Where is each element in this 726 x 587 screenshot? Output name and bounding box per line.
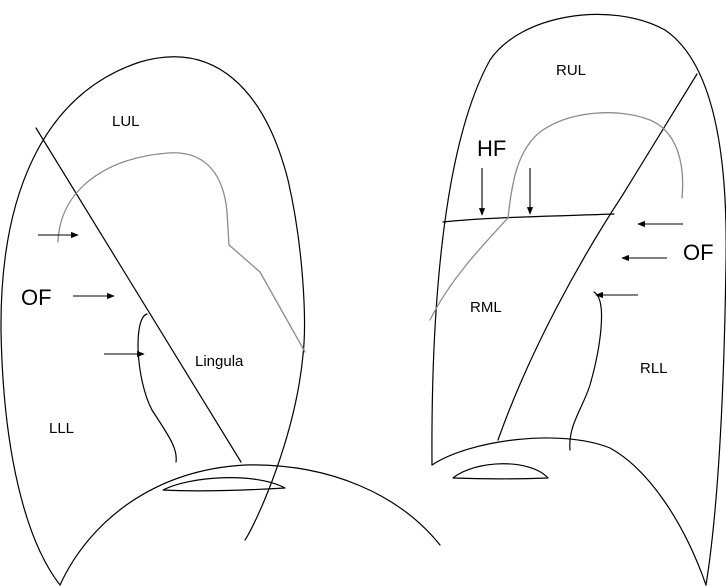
right-lung-outline — [431, 13, 726, 586]
label-rul: RUL — [556, 62, 586, 79]
label-lll: LLL — [49, 420, 74, 437]
left-hilum-contour — [57, 152, 306, 353]
left-lung-outline — [0, 56, 306, 586]
label-lingula: Lingula — [195, 353, 244, 370]
horizontal-fissure — [442, 213, 615, 223]
left-oblique-fissure — [35, 127, 242, 463]
label-lul: LUL — [112, 113, 140, 130]
label-rll: RLL — [640, 360, 668, 377]
left-lung: LUL OF Lingula LLL — [0, 56, 441, 586]
left-heart-notch — [162, 477, 286, 492]
right-oblique-fissure — [497, 73, 698, 441]
right-hilum-contour — [429, 112, 684, 321]
label-right-of: OF — [683, 240, 714, 265]
label-hf: HF — [477, 136, 506, 161]
label-left-of: OF — [21, 285, 52, 310]
label-rml: RML — [470, 299, 502, 316]
lingula-boundary — [137, 313, 177, 463]
left-diaphragm-dome — [59, 464, 441, 586]
rll-boundary — [569, 291, 603, 451]
right-lung: RUL HF OF RML RLL — [429, 13, 726, 586]
right-diaphragm-dome — [431, 437, 707, 586]
right-heart-notch — [452, 463, 549, 480]
